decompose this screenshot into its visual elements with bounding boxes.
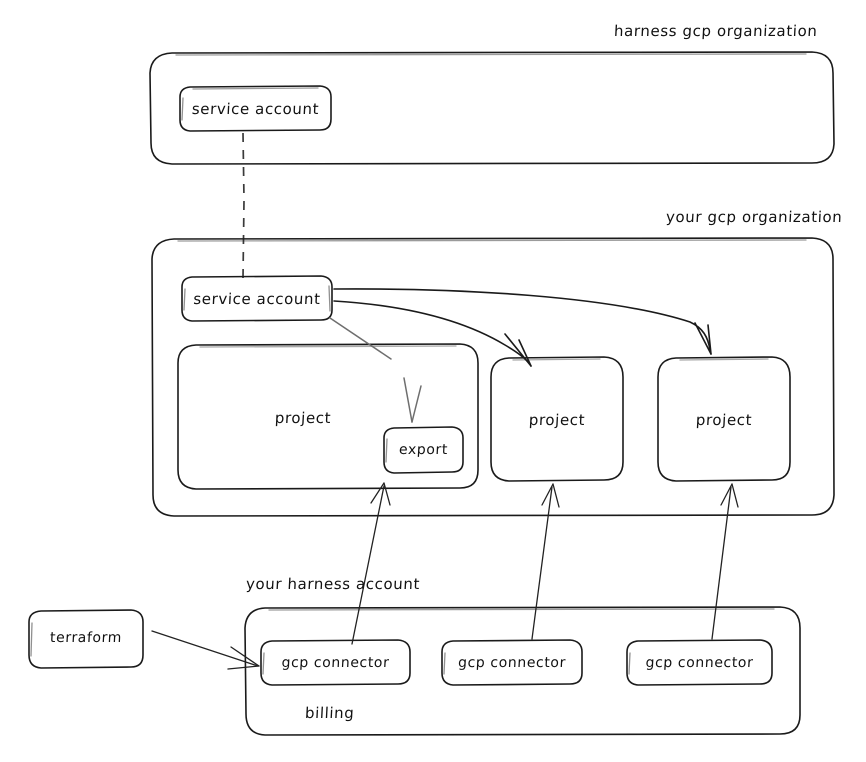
harness-service-account-label: service account (191, 100, 320, 118)
project-1-label: project (274, 409, 332, 427)
edge-sa-to-project-3 (333, 288, 712, 355)
connector-2-label: gcp connector (457, 655, 567, 671)
terraform-label: terraform (49, 630, 123, 646)
connector-3-label: gcp connector (645, 655, 754, 671)
project-3-label: project (695, 411, 753, 429)
edge-sa-to-project-2 (333, 300, 532, 367)
connector-1-label: gcp connector (281, 655, 390, 671)
harness-account-container (244, 606, 801, 736)
your-service-account-label: service account (192, 290, 322, 308)
harness-org-label: harness gcp organization (613, 22, 818, 40)
harness-service-account-box (179, 85, 332, 132)
edge-terraform-to-connector-1 (151, 630, 260, 670)
export-label: export (398, 442, 449, 458)
project-1-box (177, 343, 479, 490)
connector-1-box (260, 639, 411, 686)
edge-service-account-link (242, 132, 245, 279)
your-service-account-box (181, 275, 333, 322)
project-3-box (657, 356, 791, 482)
export-box (383, 426, 464, 474)
harness-org-container (149, 51, 835, 165)
connector-2-box (441, 639, 583, 686)
billing-label: billing (304, 704, 355, 722)
edge-connector-1-to-export (351, 482, 391, 645)
harness-account-label: your harness account (245, 575, 421, 593)
edge-sa-to-project-1 (329, 317, 392, 360)
your-org-container (151, 237, 835, 517)
edge-connector-2-to-project-2 (531, 483, 560, 640)
your-org-label: your gcp organization (665, 208, 843, 226)
connector-3-box (626, 639, 773, 686)
edge-project-1-to-export (403, 377, 422, 423)
terraform-box (28, 609, 144, 669)
edge-connector-3-to-project-3 (711, 483, 739, 640)
project-2-label: project (528, 411, 586, 429)
